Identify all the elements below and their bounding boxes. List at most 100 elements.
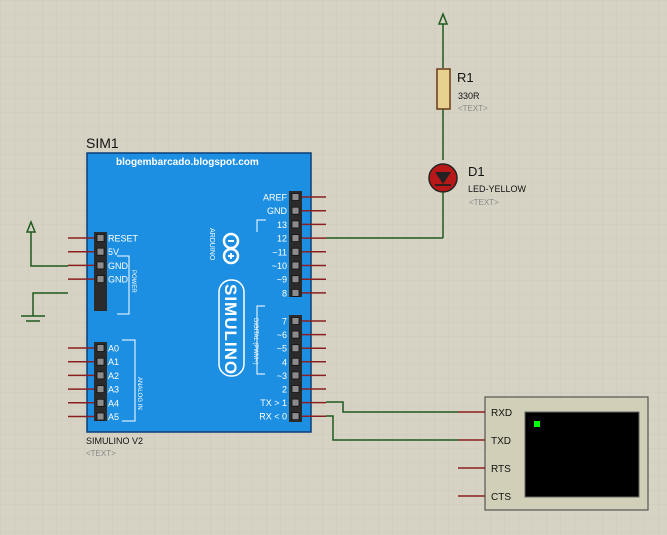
simulino-brand-frame — [218, 279, 245, 377]
pin-label: AREF — [263, 193, 288, 203]
analog-label: ANALOG IN — [136, 377, 142, 410]
pin-label: ~5 — [277, 344, 287, 354]
simulino-brand: SIMULINO — [221, 284, 240, 375]
terminal-pin-cts[interactable]: CTS — [458, 492, 511, 503]
pin-a2[interactable]: A2 — [68, 371, 119, 381]
pin-label: TX > 1 — [260, 398, 287, 408]
pin-a0[interactable]: A0 — [68, 344, 119, 354]
resistor-text: <TEXT> — [458, 104, 488, 113]
arduino-board[interactable] — [86, 152, 312, 433]
pin-label: A3 — [108, 385, 119, 395]
led-ref: D1 — [468, 164, 485, 179]
wire-tx-rxd[interactable] — [326, 401, 458, 413]
terminal-cursor — [534, 421, 540, 427]
pin-label: 5V — [108, 247, 119, 257]
digital-bracket-top — [256, 219, 266, 232]
pin-label: GND — [267, 206, 288, 216]
pin-label: 2 — [282, 385, 287, 395]
pin-a4[interactable]: A4 — [68, 398, 119, 408]
pin-9[interactable]: ~9 — [277, 275, 326, 285]
pin-tx-1[interactable]: TX > 1 — [260, 398, 326, 408]
pin-label: A1 — [108, 357, 119, 367]
pin-a3[interactable]: A3 — [68, 385, 119, 395]
header-digital-low — [289, 315, 302, 422]
pin-12[interactable]: 12 — [277, 234, 326, 244]
pin-label: 12 — [277, 234, 287, 244]
led-text: <TEXT> — [469, 198, 499, 207]
pin-label: ~6 — [277, 330, 287, 340]
pin-rx-0[interactable]: RX < 0 — [259, 412, 326, 422]
terminal-pin-txd[interactable]: TXD — [458, 436, 511, 447]
pin-aref[interactable]: AREF — [263, 193, 326, 203]
power-label: POWER — [130, 270, 136, 293]
arduino-ref: SIM1 — [86, 135, 119, 151]
pin-label: 4 — [282, 357, 287, 367]
pin-label: A4 — [108, 398, 119, 408]
terminal-screen[interactable] — [524, 411, 640, 498]
terminal-pins: RXD TXD RTS CTS — [458, 408, 512, 503]
pin-label: ~10 — [272, 261, 287, 271]
pin-8[interactable]: 8 — [282, 288, 326, 298]
terminal-pin-label: RXD — [491, 408, 512, 419]
header-power — [94, 232, 107, 311]
ground-icon — [21, 315, 45, 322]
resistor-ref: R1 — [457, 70, 474, 85]
pin-a5[interactable]: A5 — [68, 412, 119, 422]
header-digital-high — [289, 191, 302, 297]
pin-gnd[interactable]: GND — [267, 206, 326, 216]
arduino-digital-pins-low: 7 ~6 ~5 4 ~3 2 TX > 1 RX < 0 — [259, 317, 326, 422]
terminal-pin-label: CTS — [491, 492, 511, 503]
pin-4[interactable]: 4 — [282, 357, 326, 367]
power-terminal-top[interactable] — [437, 11, 449, 68]
pin-5v[interactable]: 5V — [68, 247, 119, 257]
pin-label: ~3 — [277, 371, 287, 381]
pin-13[interactable]: 13 — [277, 220, 326, 230]
pin-gnd[interactable]: GND — [68, 275, 129, 285]
arduino-site: blogembarcado.blogspot.com — [116, 157, 259, 168]
pin-label: 8 — [282, 288, 287, 298]
terminal-pin-rxd[interactable]: RXD — [458, 408, 512, 419]
arduino-text: <TEXT> — [86, 449, 116, 458]
pin-reset[interactable]: RESET — [68, 234, 139, 244]
wire-rx-txd[interactable] — [326, 415, 458, 441]
pin-label: A0 — [108, 344, 119, 354]
pin-label: 7 — [282, 317, 287, 327]
pin-a1[interactable]: A1 — [68, 357, 119, 367]
analog-bracket — [122, 339, 136, 422]
terminal-pin-label: TXD — [491, 436, 511, 447]
pin-gnd[interactable]: GND — [68, 261, 129, 271]
power-bracket — [117, 255, 130, 315]
pin-6[interactable]: ~6 — [277, 330, 326, 340]
pin-5[interactable]: ~5 — [277, 344, 326, 354]
pin-label: RX < 0 — [259, 412, 287, 422]
pin-label: A5 — [108, 412, 119, 422]
left-power-wiring[interactable] — [21, 219, 68, 322]
arduino-digital-pins-high: AREF GND 13 12 ~11 ~10 ~9 8 — [263, 193, 326, 298]
resistor-body[interactable] — [436, 68, 451, 110]
arduino-logo-icon — [222, 232, 240, 265]
arduino-logo-text: ARDUINO — [208, 228, 215, 261]
pin-10[interactable]: ~10 — [272, 261, 326, 271]
pin-label: 13 — [277, 220, 287, 230]
led-d1[interactable]: D1 LED-YELLOW <TEXT> — [428, 163, 527, 238]
resistor-r1[interactable]: R1 330R <TEXT> — [436, 68, 488, 160]
arduino-model: SIMULINO V2 — [86, 436, 143, 446]
pin-label: GND — [108, 261, 129, 271]
pin-2[interactable]: 2 — [282, 385, 326, 395]
pin-label: GND — [108, 275, 129, 285]
pin-11[interactable]: ~11 — [272, 247, 326, 257]
resistor-value: 330R — [458, 91, 480, 101]
pin-label: RESET — [108, 234, 139, 244]
arduino-left-pins: RESET 5V GND GND — [68, 234, 139, 285]
digital-label: DIGITAL (PWM~) — [252, 318, 258, 365]
pin-7[interactable]: 7 — [282, 317, 326, 327]
terminal-pin-rts[interactable]: RTS — [458, 464, 511, 475]
led-value: LED-YELLOW — [468, 184, 527, 194]
pin-label: ~11 — [272, 247, 287, 257]
led-diode-icon — [435, 172, 451, 184]
pin-3[interactable]: ~3 — [277, 371, 326, 381]
pin-label: ~9 — [277, 275, 287, 285]
digital-bracket — [256, 305, 265, 375]
